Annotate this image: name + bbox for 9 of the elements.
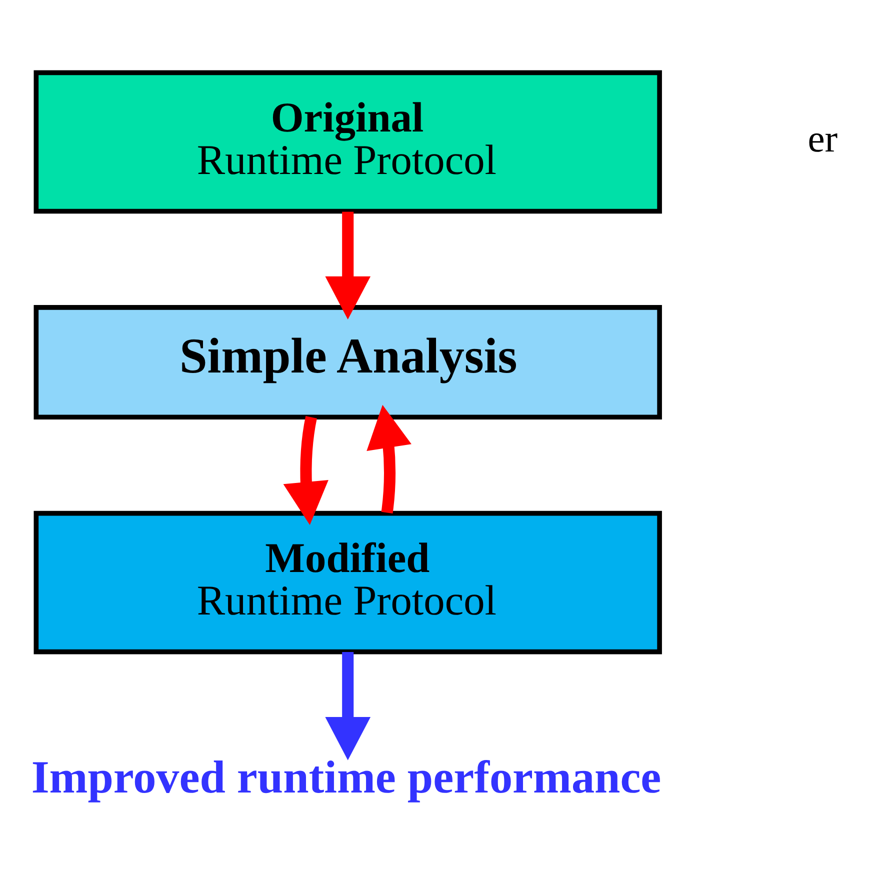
arrow	[325, 212, 371, 320]
node-box: Simple Analysis	[34, 305, 662, 420]
arrow	[283, 416, 328, 526]
arrow	[325, 652, 371, 760]
label: er	[808, 118, 838, 161]
node-text: Improved runtime performance	[31, 752, 662, 803]
node-box: Original Runtime Protocol	[34, 70, 662, 214]
arrow	[366, 404, 412, 514]
node-box: Modified Runtime Protocol	[34, 510, 662, 654]
